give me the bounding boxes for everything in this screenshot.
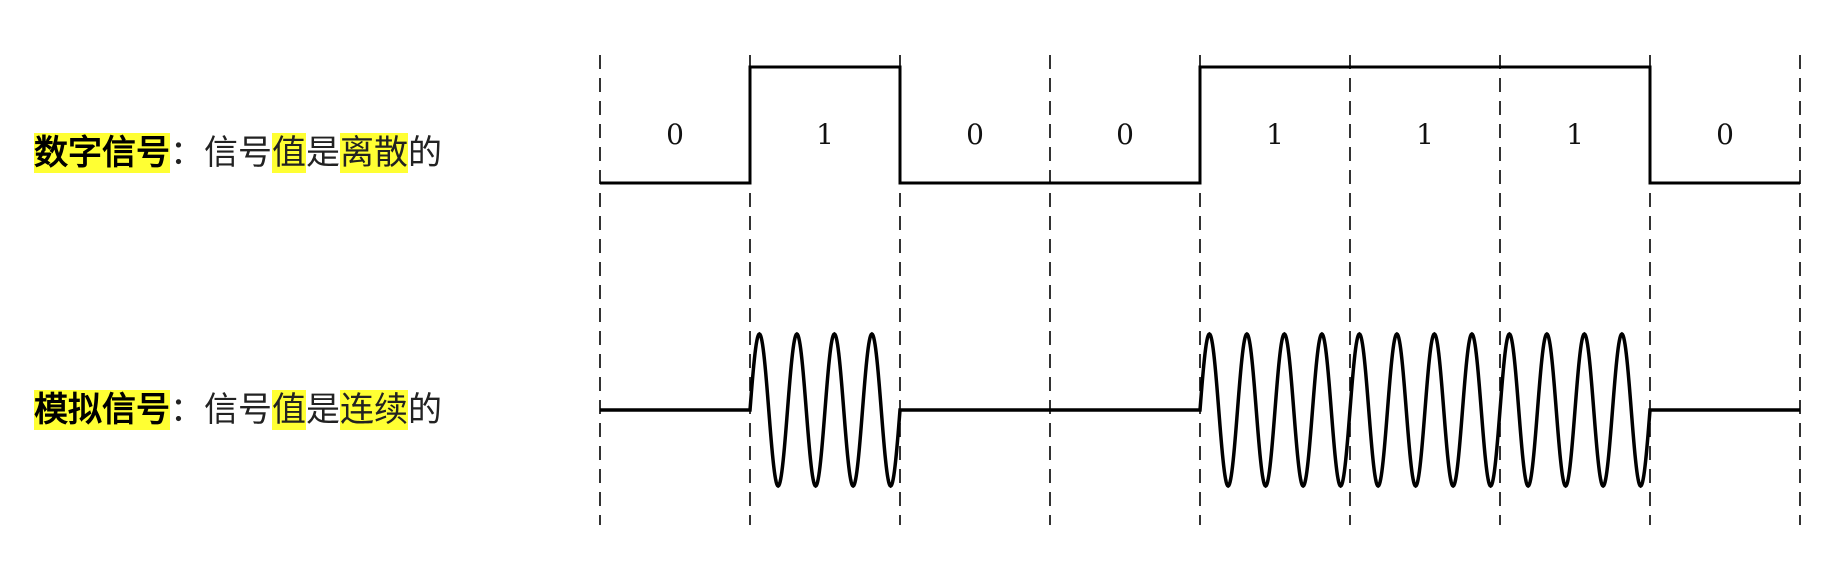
definition-text: 的 — [408, 390, 442, 430]
definition-text: 信号 — [204, 390, 272, 430]
colon: ： — [170, 133, 204, 173]
highlight-value: 值 — [272, 133, 306, 173]
bit-label: 1 — [1416, 118, 1434, 151]
digital-signal-term: 数字信号 — [34, 133, 170, 173]
highlight-value: 值 — [272, 390, 306, 430]
highlight-continuous: 连续 — [340, 390, 408, 430]
bit-labels: 0 1 0 0 1 1 1 0 — [666, 118, 1734, 151]
definition-text: 的 — [408, 133, 442, 173]
analog-signal-definition: 模拟信号：信号值是连续的 — [34, 388, 442, 432]
bit-label: 1 — [1266, 118, 1284, 151]
definition-text: 是 — [306, 390, 340, 430]
analog-signal-term: 模拟信号 — [34, 390, 170, 430]
analog-modulated-wave — [600, 331, 1800, 489]
digital-signal-definition: 数字信号：信号值是离散的 — [34, 131, 442, 175]
bit-label: 0 — [1716, 118, 1734, 151]
bit-label: 0 — [666, 118, 684, 151]
definition-text: 信号 — [204, 133, 272, 173]
bit-label: 0 — [1116, 118, 1134, 151]
bit-label: 1 — [1566, 118, 1584, 151]
bit-label: 1 — [816, 118, 834, 151]
bit-label: 0 — [966, 118, 984, 151]
highlight-discrete: 离散 — [340, 133, 408, 173]
definition-text: 是 — [306, 133, 340, 173]
digital-square-wave — [600, 65, 1800, 185]
colon: ： — [170, 390, 204, 430]
